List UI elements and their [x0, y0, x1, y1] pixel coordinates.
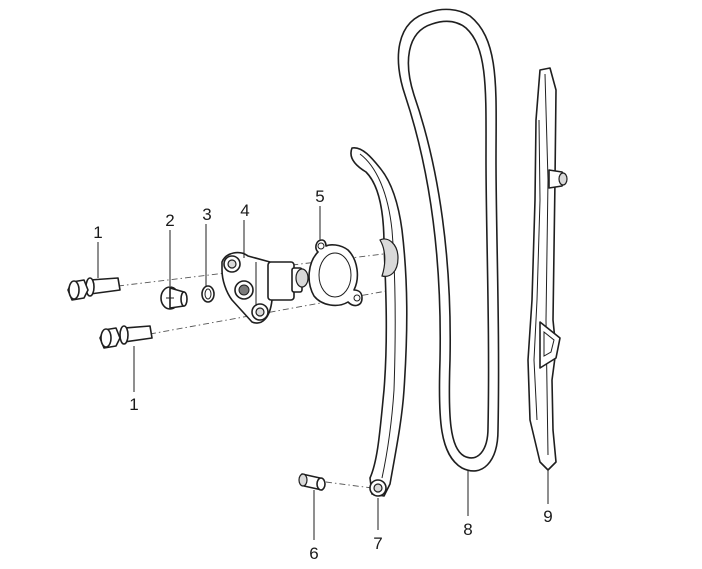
callout-3: 3: [202, 205, 211, 224]
tensioner-gasket: [308, 239, 363, 307]
callout-1-bottom: 1: [129, 395, 138, 414]
callout-6: 6: [309, 544, 318, 563]
chain-tensioner: [221, 251, 309, 324]
callout-9: 9: [543, 507, 552, 526]
callout-4: 4: [240, 201, 249, 220]
callout-labels: 1 2 3 4 5 1 6 7 8 9: [93, 187, 552, 563]
flange-bolt-lower: [99, 325, 153, 349]
timing-chain: [397, 8, 500, 472]
callout-5: 5: [315, 187, 324, 206]
callout-8: 8: [463, 520, 472, 539]
flange-bolt-upper: [67, 277, 121, 301]
callout-2: 2: [165, 211, 174, 230]
o-ring: [201, 285, 215, 303]
tensioner-rail: [350, 147, 408, 497]
pivot-bushing: [298, 473, 326, 491]
callout-1-top: 1: [93, 223, 102, 242]
chain-guide-rail: [527, 67, 568, 471]
leader-lines: [97, 206, 549, 540]
sealing-screw: [160, 286, 188, 310]
callout-7: 7: [373, 534, 382, 553]
